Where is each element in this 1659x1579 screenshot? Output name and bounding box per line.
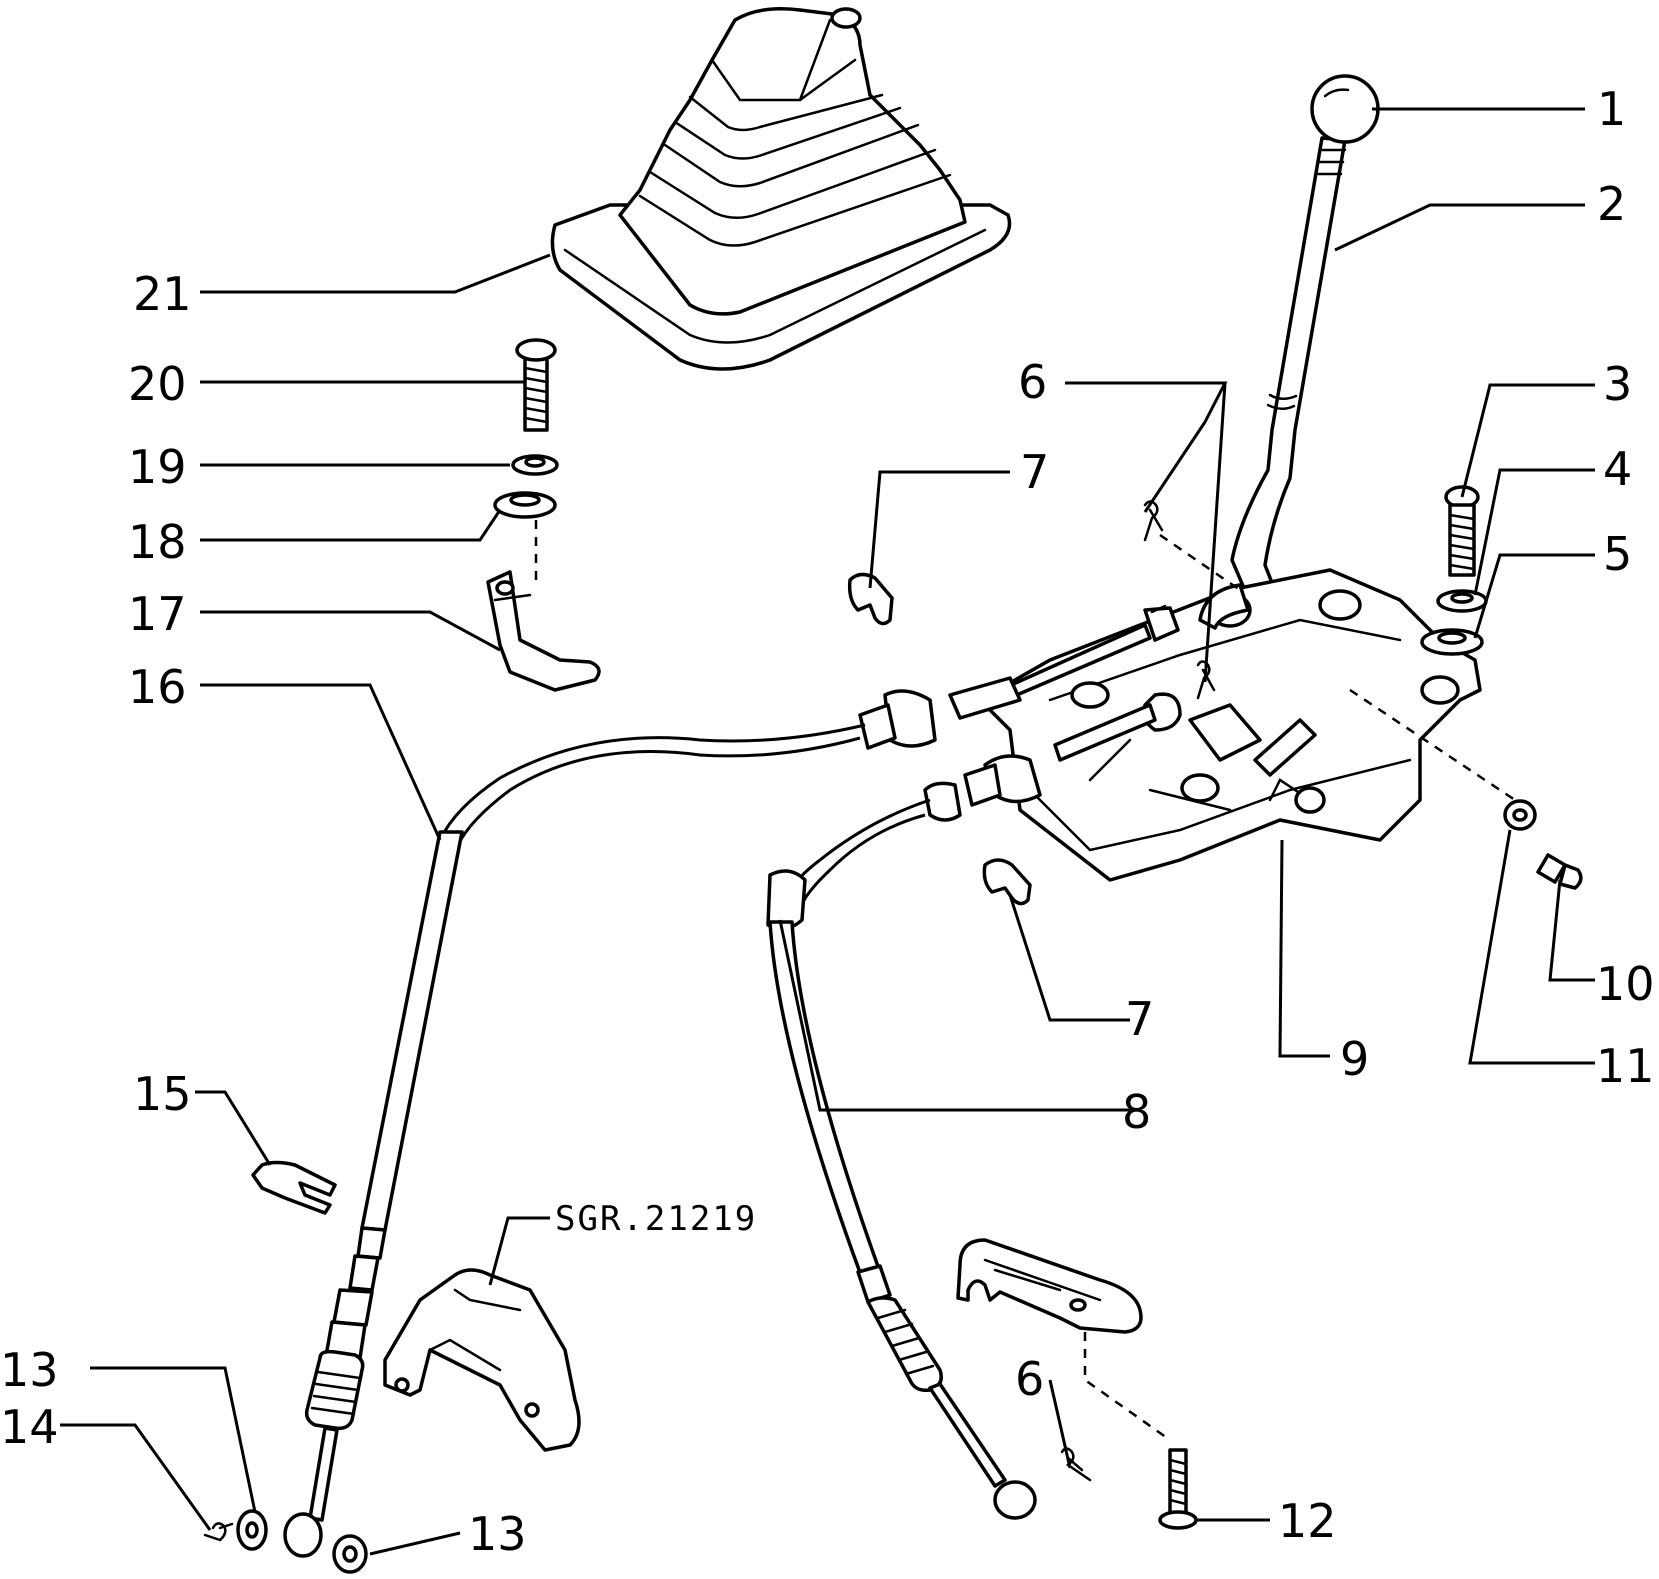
hairpin-clip-top [1143,500,1164,542]
gear-lever-boot [550,7,1012,371]
callout-10: 10 [1596,957,1655,1011]
housing-bolt-washers [1420,485,1488,656]
callout-17: 17 [128,587,187,641]
callout-9: 9 [1340,1032,1369,1086]
cable-clip-upper [847,572,894,626]
callout-8: 8 [1122,1085,1151,1139]
bolt-with-washers [493,338,559,580]
cable-clip-lower [982,858,1032,906]
callout-14: 14 [0,1400,59,1454]
cable-bracket [486,570,601,692]
assembly-line-clip [1159,533,1241,592]
callout-1: 1 [1597,82,1626,136]
gear-selector-housing [978,568,1482,882]
engagement-cable [766,692,1182,1520]
leader-lines [60,107,1595,1556]
callout-6-upper: 6 [1018,355,1047,409]
washer-13-left [236,1509,268,1551]
callout-20: 20 [128,357,187,411]
callout-16: 16 [128,660,187,714]
callout-5: 5 [1603,527,1632,581]
callout-6-lower: 6 [1015,1352,1044,1406]
callout-3: 3 [1603,357,1632,411]
callout-4: 4 [1603,442,1632,496]
callout-19: 19 [128,440,187,494]
callout-12: 12 [1278,1494,1337,1548]
callout-11: 11 [1596,1039,1655,1093]
washer-13-right [332,1534,368,1574]
mounting-bracket [383,1268,581,1452]
cable-support-bracket [956,1238,1198,1530]
drawing-reference: SGR.21219 [555,1199,757,1239]
selector-cable [283,604,1180,1558]
small-bolt-nut [1349,688,1583,890]
callout-7-upper: 7 [1020,445,1049,499]
callout-15: 15 [133,1067,192,1121]
callout-13-right: 13 [468,1507,527,1561]
hairpin-clip-14 [203,1522,234,1542]
callout-7-lower: 7 [1125,992,1154,1046]
callout-18: 18 [128,515,187,569]
retaining-clip [251,1160,337,1215]
callout-13-left: 13 [0,1343,59,1397]
callout-2: 2 [1597,177,1626,231]
gear-lever [1230,74,1380,730]
callout-21: 21 [133,267,192,321]
